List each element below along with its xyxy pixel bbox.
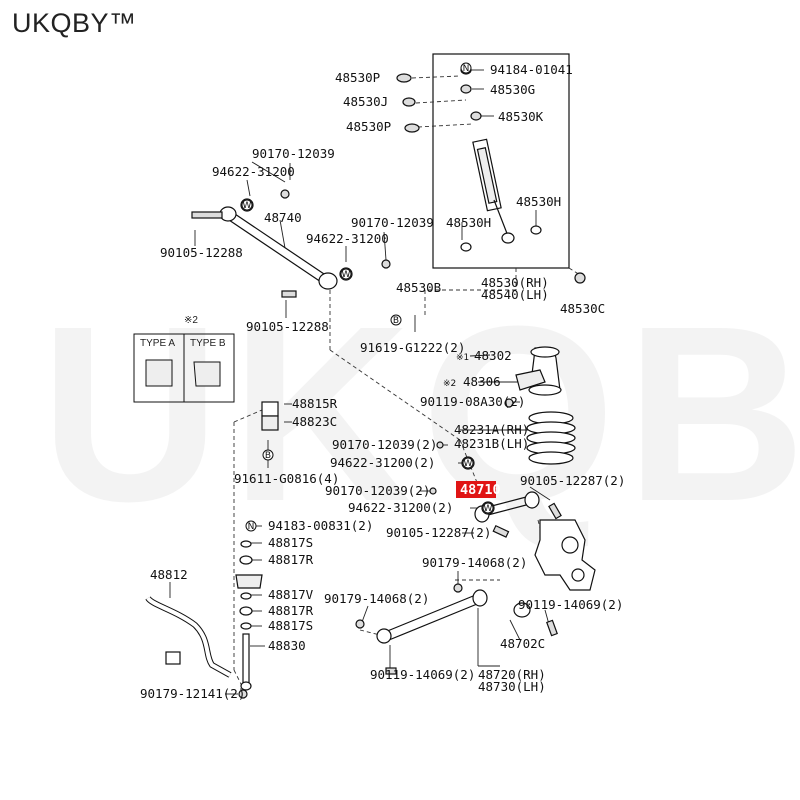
part-label[interactable]: 48530K [498, 109, 544, 124]
part-label[interactable]: 90105-12288 [160, 245, 243, 260]
part-label[interactable]: 48812 [150, 567, 188, 582]
part-label[interactable]: 48530G [490, 82, 535, 97]
part-label[interactable]: 90179-14068(2) [324, 591, 429, 606]
part-label[interactable]: 48530P [346, 119, 391, 134]
part-label[interactable]: 48231B(LH) [454, 436, 529, 451]
n-mark: N [463, 64, 470, 74]
part-label[interactable]: 94183-00831(2) [268, 518, 373, 533]
part-label[interactable]: 48817R [268, 603, 314, 618]
type-a-label: TYPE A [140, 338, 175, 349]
part-label[interactable]: 48530B [396, 280, 441, 295]
b-mark: B [393, 316, 399, 326]
part-label[interactable]: 94622-31200 [212, 164, 295, 179]
lower-arm-48720-drawing [355, 583, 558, 675]
note-1-mark: ※1 [456, 353, 469, 363]
part-label[interactable]: 48530H [446, 215, 491, 230]
highlighted-part-48710[interactable]: 48710 [460, 482, 501, 498]
circle-markers [245, 62, 472, 532]
part-label[interactable]: 48306 [463, 374, 501, 389]
shock-absorber-frame [432, 53, 570, 269]
w-mark: W [464, 459, 473, 469]
w-mark: W [484, 504, 493, 514]
part-label[interactable]: 48830 [268, 638, 306, 653]
part-label[interactable]: 48817S [268, 535, 313, 550]
part-label[interactable]: 48740 [264, 210, 302, 225]
brand-logo: UKQBY™ [12, 8, 137, 38]
part-label[interactable]: 48815R [292, 396, 338, 411]
part-label[interactable]: 48530H [516, 194, 561, 209]
part-label[interactable]: 90105-12287(2) [520, 473, 625, 488]
part-label[interactable]: 94622-31200(2) [330, 455, 435, 470]
part-label[interactable]: 48720(RH) [478, 667, 546, 682]
part-label[interactable]: 90170-12039(2) [332, 437, 437, 452]
part-label[interactable]: 48702C [500, 636, 545, 651]
w-mark: W [342, 270, 351, 280]
type-box: ※2 TYPE A TYPE B [133, 315, 235, 403]
stabilizer-link-drawing [235, 401, 279, 691]
part-label[interactable]: 48823C [292, 414, 337, 429]
part-label[interactable]: 48530C [560, 301, 605, 316]
part-label[interactable]: 90119-14069(2) [370, 667, 475, 682]
part-label[interactable]: 48730(LH) [478, 679, 546, 694]
part-label[interactable]: 48540(LH) [481, 287, 549, 302]
highlight-box [456, 481, 496, 498]
type-box-note: ※2 [184, 315, 198, 326]
part-label[interactable]: 90105-12288 [246, 319, 329, 334]
b-mark: B [265, 451, 271, 461]
type-b-label: TYPE B [190, 338, 226, 349]
w-mark: W [243, 201, 252, 211]
part-label[interactable]: 48817S [268, 618, 313, 633]
n-mark: N [248, 522, 255, 532]
part-label[interactable]: 48530(RH) [481, 275, 549, 290]
note-2-mark: ※2 [443, 379, 456, 389]
part-label[interactable]: 48817R [268, 552, 314, 567]
part-label[interactable]: 90119-08A30(2) [420, 394, 525, 409]
stabilizer-bar-drawing [145, 595, 248, 699]
knuckle-drawing [534, 519, 596, 591]
part-label[interactable]: 90170-12039(2) [325, 483, 430, 498]
washer-markers [241, 199, 494, 514]
part-label[interactable]: 94622-31200(2) [348, 500, 453, 515]
part-label[interactable]: 91611-G0816(4) [234, 471, 339, 486]
part-label[interactable]: 48231A(RH) [454, 422, 529, 437]
part-label[interactable]: 48817V [268, 587, 314, 602]
part-label[interactable]: 90179-12141(2) [140, 686, 245, 701]
part-label[interactable]: 48530J [343, 94, 388, 109]
part-label[interactable]: 90170-12039 [252, 146, 335, 161]
part-label[interactable]: 90105-12287(2) [386, 525, 491, 540]
part-label[interactable]: 94184-01041 [490, 62, 573, 77]
part-label[interactable]: 90179-14068(2) [422, 555, 527, 570]
part-label[interactable]: 48302 [474, 348, 512, 363]
part-label[interactable]: 48530P [335, 70, 380, 85]
part-label[interactable]: 94622-31200 [306, 231, 389, 246]
part-label[interactable]: 90170-12039 [351, 215, 434, 230]
shock-absorber-drawing [396, 65, 586, 284]
part-label[interactable]: 91619-G1222(2) [360, 340, 465, 355]
spring-bumper-drawing [504, 346, 576, 465]
part-label[interactable]: 90119-14069(2) [518, 597, 623, 612]
upper-arm-48740-drawing [191, 189, 391, 298]
